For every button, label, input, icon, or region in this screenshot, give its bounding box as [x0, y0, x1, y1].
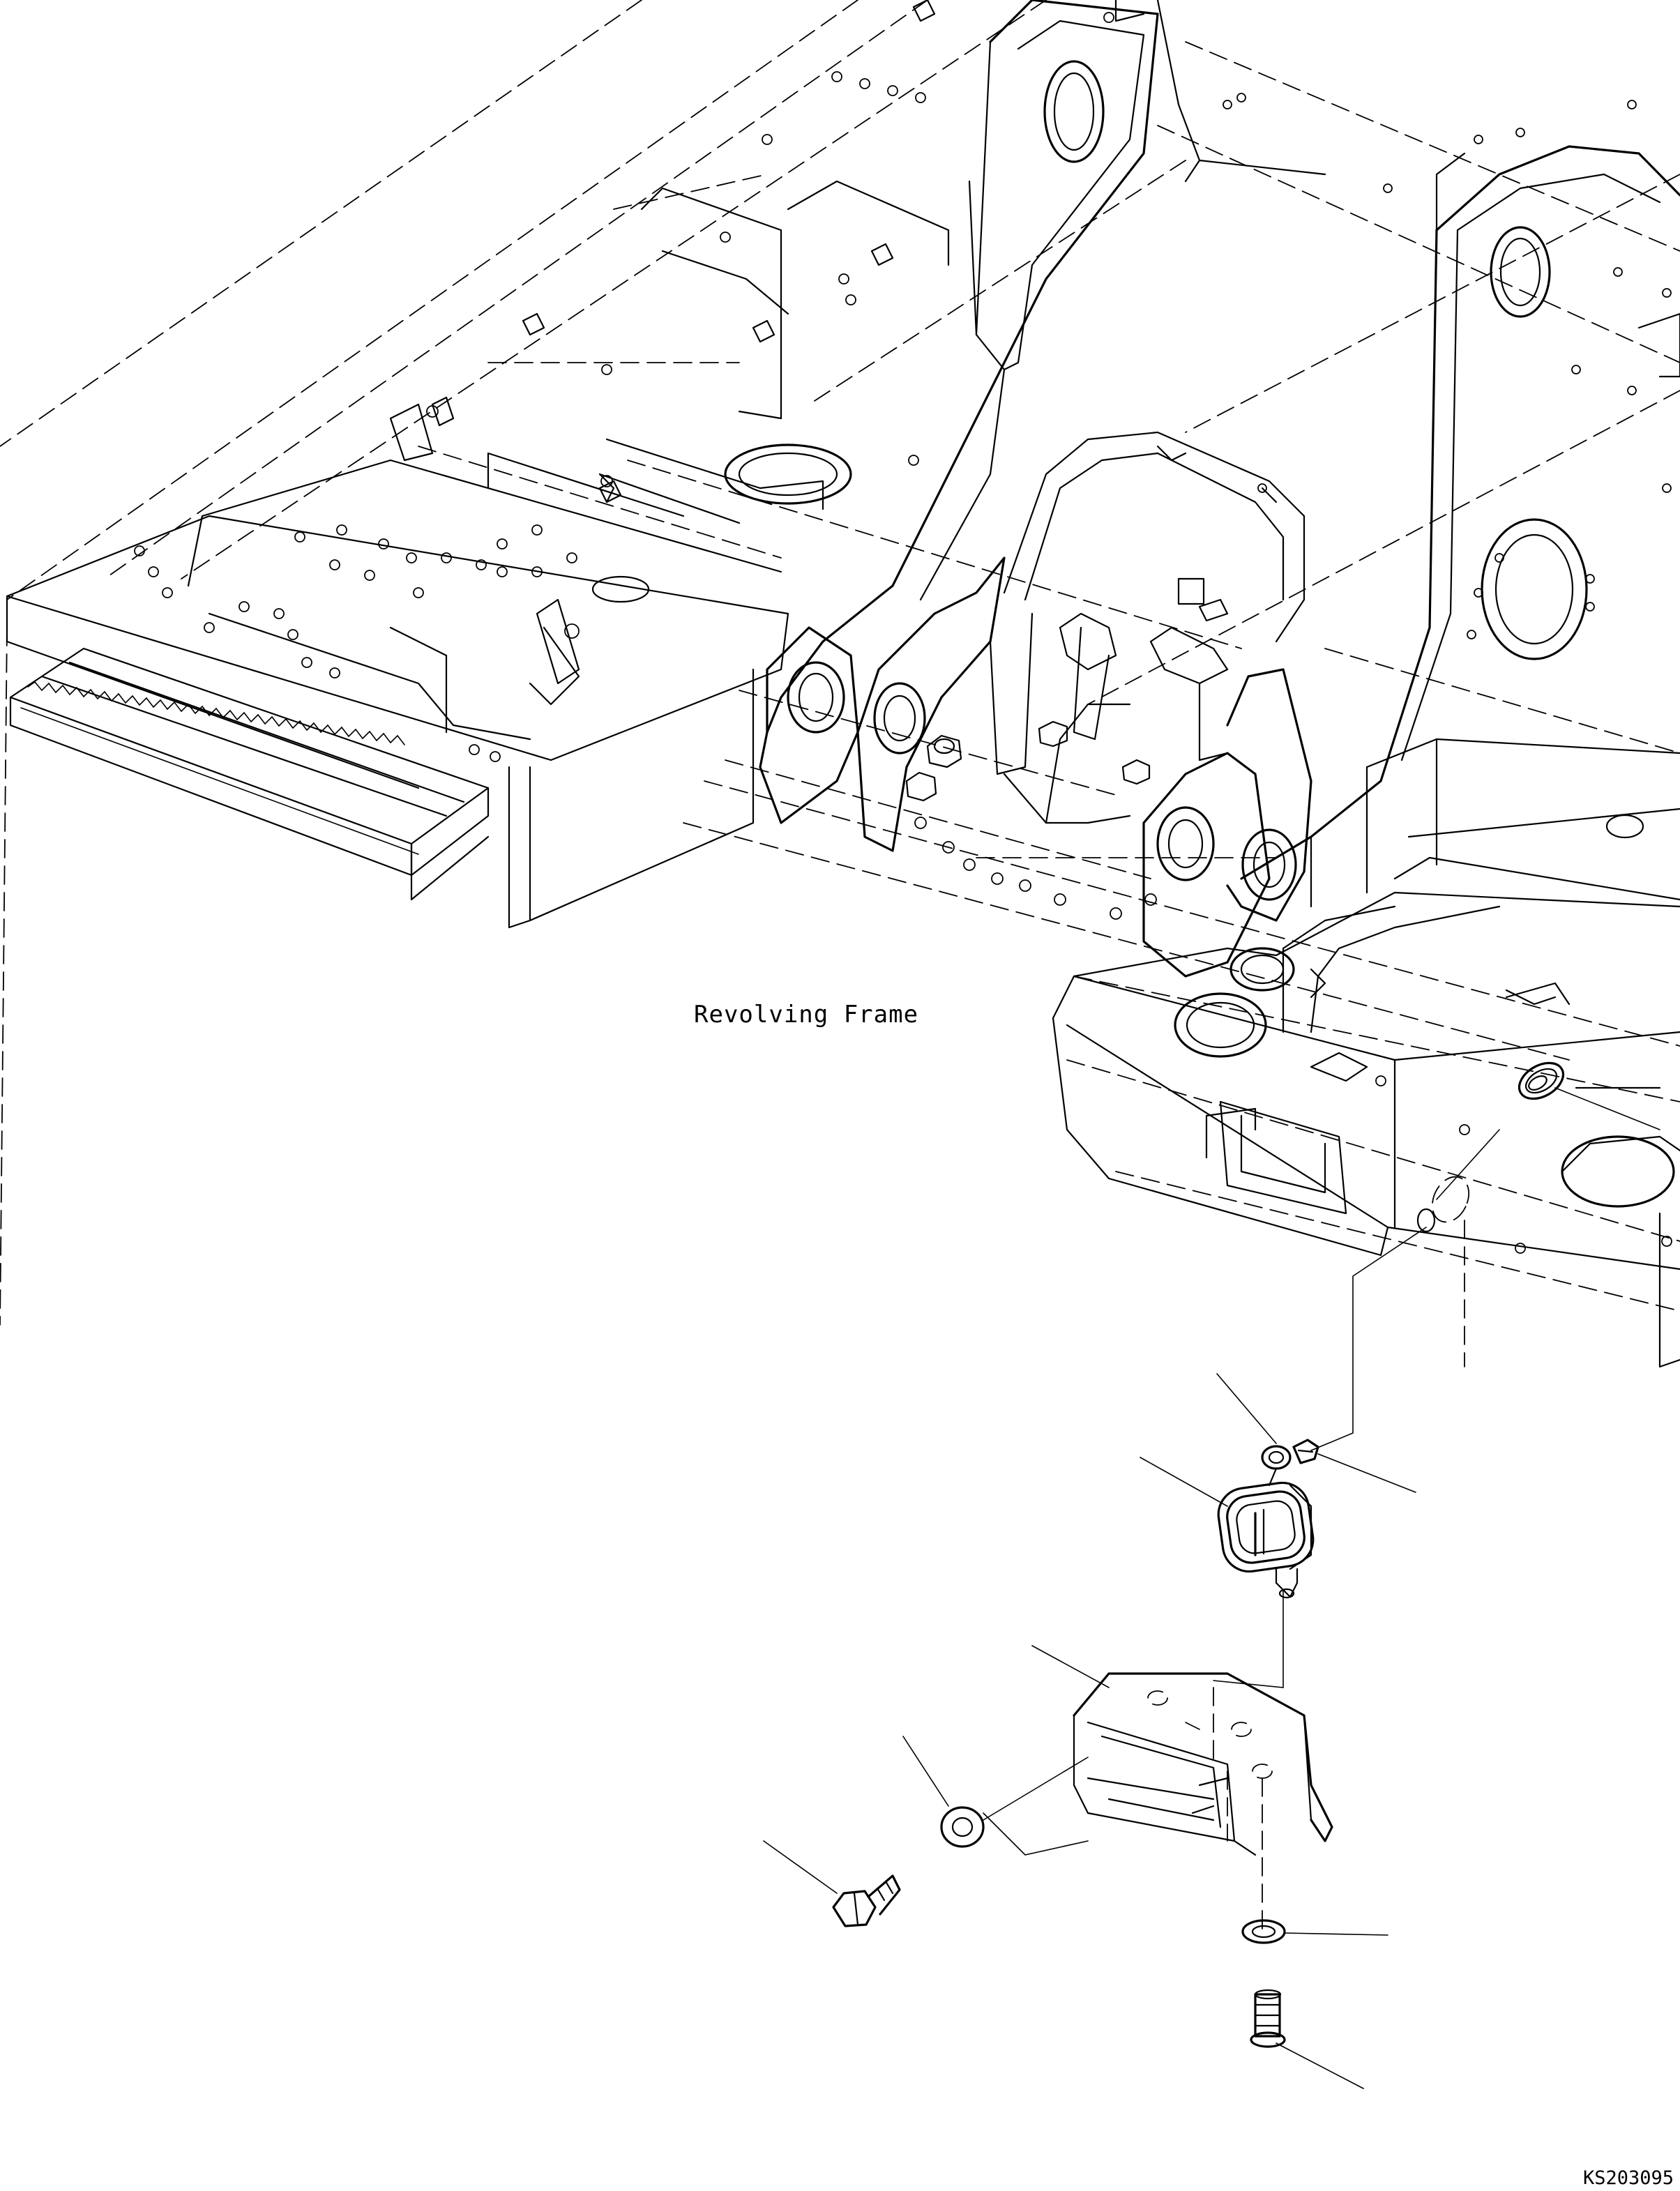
clevis-brackets	[759, 556, 1312, 978]
lamp-bracket	[1073, 1672, 1333, 1932]
frame-tabs	[431, 0, 1229, 622]
work-lamp	[1217, 1439, 1319, 1599]
boom-bracket-left	[766, 0, 1326, 734]
frame-nuts	[905, 720, 1151, 802]
leader-lines	[763, 1373, 1416, 1894]
drawing-code-label: KS203095	[1583, 2167, 1674, 2189]
deck-holes	[134, 12, 1672, 1254]
center-frame-opening	[1003, 431, 1306, 761]
revolving-frame-assembly	[0, 0, 1680, 1368]
boom-bracket-right	[1240, 145, 1680, 908]
assembly-centerline-lamp	[1213, 1589, 1284, 1688]
washer-bottom	[1241, 1919, 1388, 1944]
rear-frame-block	[1052, 738, 1680, 1368]
front-step	[9, 647, 490, 901]
left-deck	[6, 180, 950, 929]
mounting-screw	[1250, 1989, 1364, 2089]
lamp-assembly	[763, 1227, 1427, 2089]
washer-side	[940, 1757, 1089, 1856]
hex-bolt	[832, 1874, 901, 1927]
assembly-centerline-harness	[1310, 1227, 1427, 1451]
revolving-frame-label: Revolving Frame	[694, 1001, 918, 1029]
rear-frame-grommet	[1416, 1061, 1660, 1233]
